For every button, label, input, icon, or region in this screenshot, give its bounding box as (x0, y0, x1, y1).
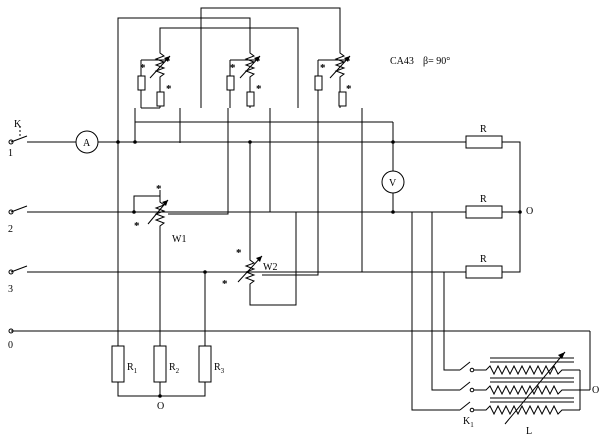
w2-label: W2 (263, 262, 277, 273)
load-resistor-r1 (111, 345, 125, 383)
load-node-label: O (157, 401, 164, 412)
terminal-2-label: 2 (8, 224, 13, 235)
polarity-mark: * (236, 247, 242, 259)
neutral-node-label: O (526, 206, 533, 217)
line-resistors: R R R O (465, 124, 533, 279)
polarity-mark: * (140, 62, 146, 74)
load-resistor-r2 (153, 345, 167, 383)
wattmeter-w1: * * W1 (133, 108, 229, 245)
resistor-label: R (480, 124, 487, 135)
polarity-mark: * (320, 62, 326, 74)
load-resistor-label: R1 (127, 362, 138, 375)
polarity-mark: * (346, 83, 352, 95)
meter-label: CA43 (390, 56, 414, 67)
ammeter-label: A (83, 138, 91, 149)
ca43-meter: * * * * * * CA43 (117, 7, 450, 143)
resistor-r2 (465, 205, 503, 219)
switch-k-label: K (14, 119, 22, 130)
resistor-label: R (480, 194, 487, 205)
resistor-r3 (465, 265, 503, 279)
polarity-mark: * (230, 62, 236, 74)
resistor-label: R (480, 254, 487, 265)
inductor-node-label: O (592, 385, 599, 396)
terminal-1-label: 1 (8, 148, 13, 159)
polarity-mark: * (256, 83, 262, 95)
polarity-mark: * (166, 83, 172, 95)
wattmeter-w2: * * W2 (222, 108, 319, 306)
polarity-mark: * (222, 278, 228, 290)
w1-label: W1 (172, 234, 186, 245)
polarity-mark: * (134, 220, 140, 232)
load-resistors: R1 R2 R3 O (111, 142, 225, 412)
terminal-0-label: 0 (8, 340, 13, 351)
switch-k1-label: K1 (463, 416, 474, 429)
terminal-3-label: 3 (8, 284, 13, 295)
inductor-label: L (526, 426, 532, 437)
meter-element-2: * * (226, 48, 262, 108)
input-terminals: K 1 2 3 0 (8, 119, 28, 351)
polarity-mark: * (156, 183, 162, 195)
inductive-load: K1 O L (411, 212, 599, 437)
meter-element-3: * * (314, 48, 352, 108)
voltmeter-label: V (389, 178, 397, 189)
meter-angle: β= 90° (423, 56, 450, 67)
load-resistor-label: R2 (169, 362, 180, 375)
meter-element-1: * * (137, 48, 172, 109)
resistor-r1 (465, 135, 503, 149)
load-resistor-label: R3 (214, 362, 225, 375)
load-resistor-r3 (198, 345, 212, 383)
